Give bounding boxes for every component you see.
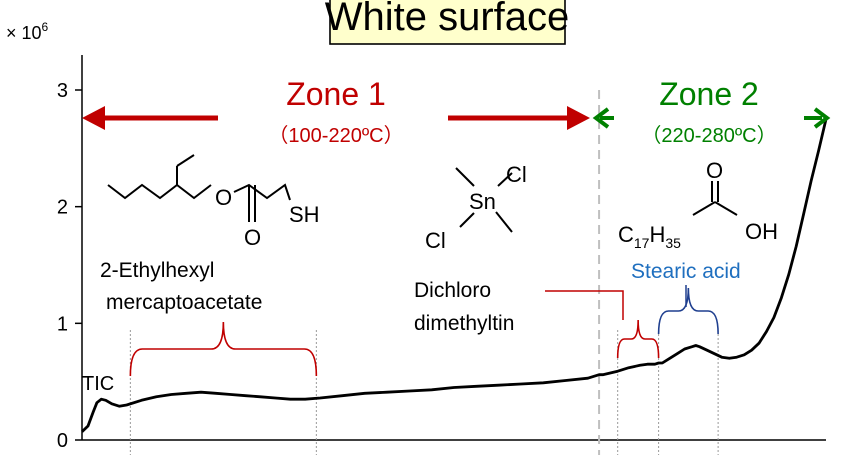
acid-formula: C17H35	[618, 222, 681, 251]
zone-1-arrowhead-left	[82, 106, 105, 130]
y-multiplier: × 106	[6, 20, 49, 43]
tic-series-line	[81, 118, 828, 433]
zone-2-label: Zone 2	[659, 76, 759, 112]
ester-thiol: SH	[289, 202, 320, 227]
tin-atom: Sn	[469, 189, 496, 214]
zone-2-annotation: Zone 2 （220-280ºC）	[592, 76, 831, 147]
y-tick-label-3: 3	[57, 80, 68, 102]
compound-label-tin-1: Dichloro	[414, 279, 491, 302]
zone-2-arrowhead-right	[813, 107, 831, 129]
y-tick-label-2: 2	[57, 197, 68, 219]
compound-label-stearic: Stearic acid	[631, 260, 741, 283]
compound-brackets	[129, 287, 719, 377]
compound-label-ester-1: 2-Ethylhexyl	[100, 259, 214, 282]
tin-chlorine-1: Cl	[506, 162, 527, 187]
zone-1-range: （100-220ºC）	[268, 124, 403, 147]
y-axis-ticks: 0 1 2 3	[57, 80, 82, 452]
y-tick-label-1: 1	[57, 313, 68, 335]
chart-title-box: White surface	[325, 0, 570, 45]
bracket-1	[616, 319, 660, 359]
tin-leader-line	[545, 290, 624, 320]
tic-label: TIC	[82, 373, 114, 395]
ester-oxygen-1: O	[215, 185, 232, 210]
dichlorodimethyltin-structure	[455, 167, 513, 233]
chart-title: White surface	[325, 0, 570, 39]
ethylhexyl-mercaptoacetate-structure	[107, 154, 291, 222]
bracket-0	[129, 321, 318, 377]
zone-2-range: （220-280ºC）	[641, 124, 776, 147]
acid-hydroxyl: OH	[745, 219, 778, 244]
compound-label-tin-2: dimethyltin	[414, 312, 514, 335]
stearic-acid-structure	[692, 181, 738, 216]
zone-1-annotation: Zone 1 （100-220ºC）	[82, 76, 590, 147]
compound-label-ester-2: mercaptoacetate	[106, 291, 262, 314]
ester-oxygen-2: O	[244, 225, 261, 250]
bracket-2	[657, 287, 719, 335]
acid-oxygen: O	[706, 158, 723, 183]
zone-1-arrowhead-right	[567, 106, 590, 130]
tin-chlorine-2: Cl	[425, 228, 446, 253]
zone-1-label: Zone 1	[286, 76, 386, 112]
zone-2-arrowhead-left	[592, 107, 610, 129]
y-tick-label-0: 0	[57, 430, 68, 452]
